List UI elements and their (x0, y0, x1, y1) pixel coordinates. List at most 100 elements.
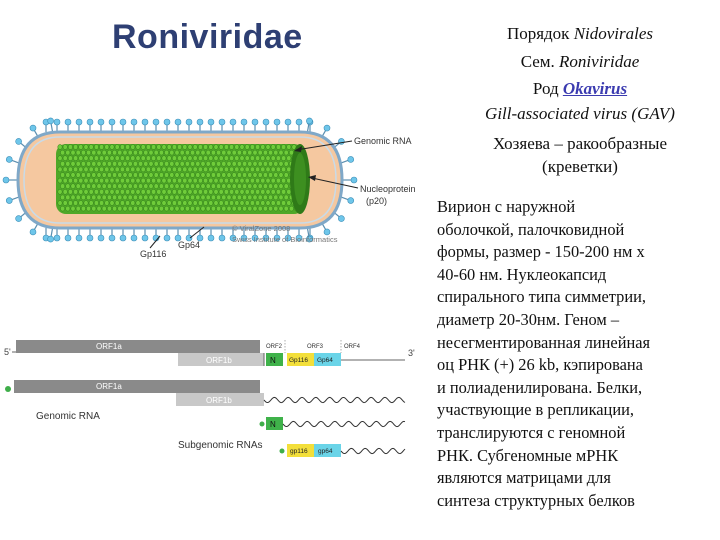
spike-head (15, 138, 22, 145)
spike-head (97, 234, 105, 242)
spike-head (108, 234, 116, 242)
spike-glycoproteins (2, 117, 358, 243)
order-label: Порядок (506, 24, 570, 43)
cap-icon-sg1 (259, 421, 265, 427)
copyright-line-2: Swiss Institute of Bioinformatics (232, 235, 338, 244)
spike-head (229, 234, 237, 242)
spike-head (97, 118, 105, 126)
spike-head (75, 118, 83, 126)
polya-tail-1 (263, 396, 406, 404)
orf2-label: ORF2 (266, 344, 283, 350)
spike-head (130, 118, 138, 126)
genus-label: Род (532, 79, 559, 98)
spike-head (185, 234, 193, 242)
gp64-label: Gp64 (317, 357, 333, 364)
spike-head (174, 118, 182, 126)
spike-head (240, 118, 248, 126)
label-gp64: Gp64 (178, 240, 200, 250)
orf4-label: ORF4 (344, 344, 361, 350)
spike-head (207, 234, 215, 242)
spike-head (251, 118, 259, 126)
genomic-orf1a-box (14, 380, 260, 393)
copyright-line-1: © ViralZone 2008 (232, 224, 290, 233)
spike-head (196, 118, 204, 126)
spike-head (240, 234, 248, 242)
spike-head (306, 235, 313, 243)
spike-head (347, 156, 355, 163)
spike-head (174, 234, 182, 242)
sg-n-box (266, 417, 283, 430)
spike-head (295, 234, 303, 242)
family-name: Roniviridae (559, 52, 640, 71)
nucleocapsid (56, 144, 310, 214)
orf1a-label: ORF1a (96, 342, 122, 351)
description-line: являются матрицами для (437, 468, 611, 488)
description-line: оболочкой, палочковидной (437, 219, 625, 239)
description-line: диаметр 20-30нм. Геном – (437, 309, 620, 329)
description-line: РНК. Субгеномные мРНК (437, 445, 619, 465)
spike-head (86, 118, 94, 126)
description-line: участвующие в репликации, (437, 400, 634, 420)
genomic-orf1a-label: ORF1a (96, 382, 122, 391)
virus-name: Gill-associated virus (GAV) (485, 104, 675, 123)
description: Вирион с наружной оболочкой, палочковидно… (437, 196, 719, 512)
n-box (266, 353, 283, 366)
spike-head (284, 118, 292, 126)
spike-head (273, 234, 281, 242)
genome-map: 5' ORF1a ORF1b ORF2 ORF3 ORF4 N Gp116 Gp… (4, 340, 415, 457)
gp64-box (314, 353, 341, 366)
spike-head (152, 118, 160, 126)
spike-head (229, 118, 237, 126)
spike-head (295, 118, 303, 126)
family-label: Сем. (520, 52, 555, 71)
spike-head (207, 118, 215, 126)
taxonomy-order: Порядок Nidovirales (440, 24, 720, 44)
spike-head (218, 118, 226, 126)
spike-head (64, 234, 72, 242)
spike-head (75, 234, 83, 242)
spike-head (350, 176, 358, 184)
spike-head (29, 228, 37, 236)
spike-head (64, 118, 72, 126)
spike-head (2, 176, 10, 184)
genus-link[interactable]: Okavirus (562, 79, 628, 98)
spike-head (53, 118, 61, 126)
spike-head (141, 234, 149, 242)
spike-head (108, 118, 116, 126)
spike-head (47, 235, 54, 243)
taxonomy-virus: Gill-associated virus (GAV) (440, 104, 720, 124)
spike-head (53, 234, 61, 242)
gp116-box (287, 353, 314, 366)
genomic-orf1b-box (176, 393, 264, 406)
spike-head (86, 234, 94, 242)
spike-head (163, 234, 171, 242)
orf1b-label: ORF1b (206, 356, 232, 365)
description-line: формы, размер - 150-200 нм х (437, 242, 645, 262)
spike-head (29, 124, 37, 132)
page-title: Roniviridae (112, 18, 303, 56)
spike-head (262, 118, 270, 126)
description-line: спирального типа симметрии, (437, 287, 647, 307)
five-prime-label: 5' (4, 347, 11, 357)
spike-head (251, 234, 259, 242)
polya-tail-3 (340, 447, 406, 455)
taxonomy-family: Сем. Roniviridae (440, 52, 720, 72)
spike-head (306, 117, 313, 125)
polya-tail-2 (282, 420, 406, 428)
label-nucleoprotein: Nucleoprotein (360, 184, 416, 194)
order-name: Nidovirales (573, 24, 654, 43)
gp116-label: Gp116 (289, 357, 308, 364)
genomic-rna-label: Genomic RNA (36, 411, 100, 422)
spike-head (5, 197, 13, 204)
description-line: оц РНК (+) 26 kb, кэпирована (437, 355, 643, 375)
spike-head (323, 124, 331, 132)
hosts-line-1: Хозяева – ракообразные (492, 134, 668, 153)
spike-head (119, 118, 127, 126)
spike-head (347, 197, 355, 204)
spike-head (47, 117, 54, 125)
sg-gp64-box (314, 444, 341, 457)
label-nucleoprotein-p20: (p20) (366, 196, 387, 206)
spike-head (323, 228, 331, 236)
description-line: Вирион с наружной (437, 197, 576, 216)
sg-gp116-box (287, 444, 314, 457)
